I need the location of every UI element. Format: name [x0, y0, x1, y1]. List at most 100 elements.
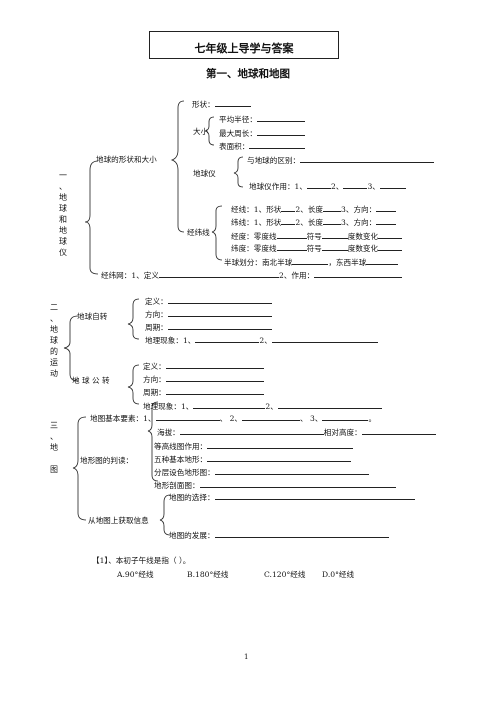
surface-blank[interactable]: [249, 141, 306, 149]
parallel-dir-blank[interactable]: [376, 217, 397, 225]
sec2-char: 、: [50, 314, 58, 323]
hemisphere-ns-blank[interactable]: [292, 257, 329, 265]
longitude-symbol-blank[interactable]: [321, 231, 348, 239]
surface-label: 表面积：: [219, 142, 250, 151]
sec2-char: 运: [50, 358, 58, 367]
option-c[interactable]: C.120°经线: [264, 570, 306, 579]
grid-net-label: 经纬网：1、定义: [101, 271, 159, 280]
parallel-length-blank[interactable]: [323, 217, 342, 225]
rotation-phen-blank-1[interactable]: [195, 335, 260, 343]
rotation-phen-blank-2[interactable]: [271, 335, 378, 343]
revolution-brace: [127, 364, 140, 405]
obtain-info-label: 从地图上获取信息: [88, 516, 149, 525]
revolution-period-blank[interactable]: [165, 387, 264, 395]
sec3-char: 三: [50, 421, 58, 430]
map-develop-blank[interactable]: [214, 530, 389, 538]
globe-use-blank-1[interactable]: [307, 181, 331, 189]
revolution-period-label: 周期：: [143, 388, 166, 397]
map-elements-2: 、 2、: [219, 414, 243, 423]
latitude-zero-blank[interactable]: [276, 243, 307, 251]
map-choice-blank[interactable]: [214, 492, 415, 500]
sec2-char: 动: [50, 369, 58, 378]
rotation-period-label: 周期：: [145, 323, 168, 332]
grid-net-use-blank[interactable]: [314, 270, 403, 278]
revolution-def-row: 定义：: [143, 361, 264, 371]
grid-net-def-blank[interactable]: [159, 270, 279, 278]
contour-label: 等高线图作用：: [154, 442, 208, 451]
rotation-period-blank[interactable]: [167, 322, 272, 330]
latitude-row: 纬度：零度线符号度数变化: [231, 243, 403, 253]
parallel-dir: 3、方向：: [341, 218, 377, 227]
option-b[interactable]: B.180°经线: [187, 570, 229, 579]
longitude-label: 经度：零度线: [231, 232, 277, 241]
shape-row: 形状：: [192, 99, 251, 109]
option-a[interactable]: A.90°经线: [117, 570, 154, 579]
sec1-char: 球: [59, 204, 67, 213]
hemisphere-ew-blank[interactable]: [366, 257, 399, 265]
globe-use-row: 地球仪作用：1、2、3、: [249, 181, 406, 191]
meridian-shape-blank[interactable]: [281, 204, 296, 212]
meridian-length-blank[interactable]: [323, 204, 342, 212]
revolution-phen-blank-2[interactable]: [277, 401, 382, 409]
latitude-change: 度数变化: [347, 244, 379, 253]
surface-row: 表面积：: [219, 141, 306, 151]
globe-use-blank-2[interactable]: [343, 181, 368, 189]
longitude-zero-blank[interactable]: [276, 231, 307, 239]
profile-row: 地形剖面图：: [154, 480, 396, 490]
altitude-blank[interactable]: [179, 427, 324, 435]
map-develop-label: 地图的发展：: [169, 531, 215, 540]
sec2-main-brace: [63, 315, 79, 382]
layered-map-label: 分层设色地形图：: [154, 468, 215, 477]
contour-blank[interactable]: [207, 441, 354, 449]
rotation-def-label: 定义：: [145, 297, 168, 306]
longitude-change-blank[interactable]: [378, 231, 403, 239]
rotation-label: 地球自转: [77, 312, 108, 321]
revolution-phen-2: 2、: [265, 402, 278, 411]
latitude-label: 纬度：零度线: [231, 244, 277, 253]
map-choice-label: 地图的选择：: [169, 493, 215, 502]
sec3-char: 图: [50, 465, 58, 474]
sec3-char: 、: [50, 432, 58, 441]
meridian-dir-blank[interactable]: [376, 204, 397, 212]
latitude-symbol-blank[interactable]: [321, 243, 348, 251]
longitude-change: 度数变化: [347, 232, 379, 241]
latitude-change-blank[interactable]: [378, 243, 403, 251]
shape-blank[interactable]: [214, 99, 251, 107]
rotation-phen-2: 2、: [259, 336, 272, 345]
avg-radius-blank[interactable]: [256, 114, 305, 122]
profile-blank[interactable]: [199, 480, 396, 488]
sec2-char: 球: [50, 336, 58, 345]
sec1-char: 、: [59, 182, 67, 191]
map-elements-end: 。: [368, 414, 377, 423]
revolution-dir-blank[interactable]: [165, 374, 264, 382]
five-landforms-blank[interactable]: [207, 454, 352, 462]
globe-diff-label: 与地球的区别：: [247, 156, 301, 165]
parallel-shape-blank[interactable]: [281, 217, 296, 225]
layered-map-blank[interactable]: [214, 467, 369, 475]
map-elements-label: 地图基本要素：1、: [90, 414, 156, 423]
rotation-phen-label: 地理现象：1、: [145, 336, 196, 345]
map-elements-blank-3[interactable]: [322, 413, 369, 421]
relative-height-blank[interactable]: [361, 427, 436, 435]
sec2-char: 的: [50, 347, 58, 356]
meridian-dir: 3、方向：: [341, 205, 377, 214]
shape-label: 形状：: [192, 100, 215, 109]
altitude-row: 海拔：相对高度：: [157, 427, 436, 437]
revolution-def-blank[interactable]: [165, 361, 264, 369]
map-elements-blank-2[interactable]: [242, 413, 301, 421]
revolution-phen-blank-1[interactable]: [193, 401, 266, 409]
max-circ-label: 最大周长：: [219, 129, 257, 138]
revolution-period-row: 周期：: [143, 387, 264, 397]
globe-label: 地球仪: [193, 169, 216, 178]
rotation-def-blank[interactable]: [167, 296, 272, 304]
rotation-dir-blank[interactable]: [167, 309, 272, 317]
max-circ-blank[interactable]: [256, 128, 305, 136]
map-elements-blank-1[interactable]: [155, 413, 220, 421]
hemisphere-label: 半球划分：南北半球: [224, 258, 293, 267]
page-number: 1: [244, 653, 249, 661]
globe-use-blank-3[interactable]: [379, 181, 406, 189]
globe-diff-blank[interactable]: [300, 155, 435, 163]
option-d[interactable]: D.0°经线: [322, 570, 355, 579]
question-stem: 【1】、本初子午线是指（ ）。: [92, 556, 191, 565]
